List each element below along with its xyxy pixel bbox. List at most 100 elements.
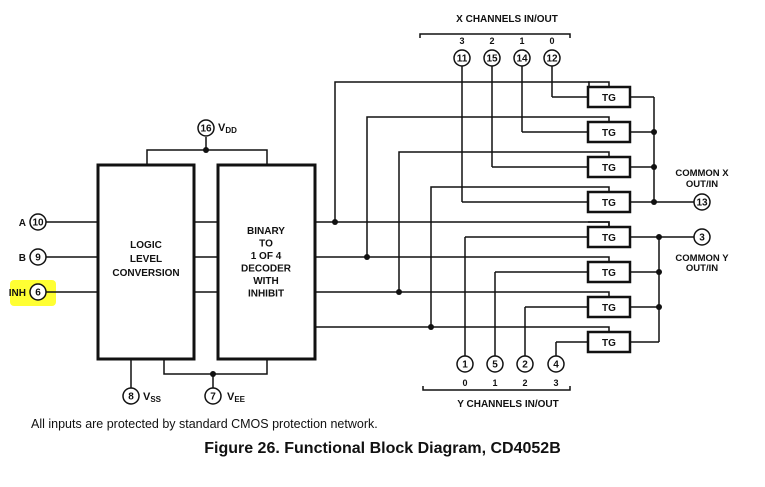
- riser-0: [334, 81, 588, 222]
- pin-circle: [693, 228, 711, 246]
- pin-circle: [122, 387, 140, 405]
- transmission-gate: TG: [586, 225, 632, 249]
- pin-number: 2: [522, 360, 528, 371]
- pin-number: 3: [699, 233, 705, 244]
- common-y-label: COMMON Y: [675, 253, 729, 264]
- transmission-gate: TG: [586, 120, 632, 144]
- common-x-label: OUT/IN: [686, 179, 718, 190]
- block-label-line: WITH: [253, 276, 279, 287]
- x-channels-title: X CHANNELS IN/OUT: [456, 14, 558, 25]
- tg-label: TG: [602, 268, 616, 279]
- pin-number: 15: [486, 54, 498, 65]
- x-channel-number: 2: [489, 36, 494, 46]
- tg-label: TG: [602, 338, 616, 349]
- block-label-line: LEVEL: [130, 254, 162, 265]
- pin-number: 13: [696, 198, 708, 209]
- pin-number: 5: [492, 360, 498, 371]
- input-label-b: B: [19, 253, 26, 264]
- vdd-junction: [203, 147, 209, 153]
- transmission-gate: TG: [586, 260, 632, 284]
- pin-number: 14: [516, 54, 528, 65]
- riser-2: [398, 151, 588, 292]
- common-y-pin: 3: [693, 228, 711, 246]
- y-channel-number: 2: [522, 378, 527, 388]
- pin-number: 7: [210, 392, 216, 403]
- x-channel-pin-0: 12: [543, 49, 561, 67]
- transmission-gate: TG: [586, 155, 632, 179]
- pin-number: 16: [200, 124, 212, 135]
- pin-number: 8: [128, 392, 134, 403]
- y-channel-pin-3: 4: [547, 355, 565, 373]
- pin-circle: [483, 49, 501, 67]
- tg-label: TG: [602, 163, 616, 174]
- vdd-label: VDD: [218, 122, 237, 135]
- pin-circle: [547, 355, 565, 373]
- figure-caption: Figure 26. Functional Block Diagram, CD4…: [204, 440, 561, 457]
- y-channel-number: 3: [553, 378, 558, 388]
- y-channel-number: 0: [462, 378, 467, 388]
- input-pin-a: 10: [29, 213, 47, 231]
- y-channel-pin-0: 1: [456, 355, 474, 373]
- x-channel-number: 1: [519, 36, 524, 46]
- block-label-line: DECODER: [241, 264, 292, 275]
- x-channel-number: 3: [459, 36, 464, 46]
- tg-label: TG: [602, 93, 616, 104]
- block-label-line: INHIBIT: [248, 289, 284, 300]
- vee-label: VEE: [227, 391, 246, 404]
- x-channel-pin-1: 14: [513, 49, 531, 67]
- pin-number: 11: [457, 54, 468, 65]
- pin-circle: [197, 119, 215, 137]
- pin-circle: [29, 248, 47, 266]
- transmission-gate: TG: [586, 85, 632, 109]
- vee-junction: [210, 371, 216, 377]
- pin-number: 10: [32, 218, 44, 229]
- vss-pin: 8: [122, 387, 140, 405]
- pin-circle: [29, 283, 47, 301]
- junction-dot: [651, 129, 657, 135]
- junction-dot: [396, 289, 402, 295]
- pin-circle: [456, 355, 474, 373]
- block-label-line: CONVERSION: [112, 268, 179, 279]
- tg-label: TG: [602, 233, 616, 244]
- input-label-a: A: [19, 218, 26, 229]
- pin-circle: [513, 49, 531, 67]
- junction-dot: [656, 304, 662, 310]
- common-x-label: COMMON X: [675, 168, 729, 179]
- pin-number: 4: [553, 360, 559, 371]
- y-channels-title: Y CHANNELS IN/OUT: [457, 399, 559, 410]
- y-channel-number: 1: [492, 378, 497, 388]
- vss-label: VSS: [143, 391, 162, 404]
- pin-circle: [693, 193, 711, 211]
- riser-1: [366, 116, 588, 257]
- pin-circle: [486, 355, 504, 373]
- junction-dot: [428, 324, 434, 330]
- vee-pin: 7: [204, 387, 222, 405]
- decoder-block: [216, 163, 317, 361]
- tg-label: TG: [602, 128, 616, 139]
- pin-number: 6: [35, 288, 41, 299]
- x-channel-pin-3: 11: [453, 49, 471, 67]
- block-label-line: TO: [259, 239, 273, 250]
- transmission-gate: TG: [586, 295, 632, 319]
- logic-level-conversion-block: [96, 163, 196, 361]
- transmission-gate: TG: [586, 330, 632, 354]
- logic-level-conversion-label: LOGIC LEVEL CONVERSION: [112, 240, 179, 279]
- pin-number: 1: [462, 360, 468, 371]
- y-channel-pin-1: 5: [486, 355, 504, 373]
- pin-circle: [543, 49, 561, 67]
- junction-dot: [364, 254, 370, 260]
- tg-label: TG: [602, 198, 616, 209]
- tg-label: TG: [602, 303, 616, 314]
- block-label-line: LOGIC: [130, 240, 162, 251]
- y-channels-bracket: [422, 386, 571, 391]
- x-channel-pin-2: 15: [483, 49, 501, 67]
- junction-dot: [651, 164, 657, 170]
- riser-3: [430, 186, 588, 327]
- vee-bus: [163, 359, 268, 375]
- pin-circle: [204, 387, 222, 405]
- common-y-label: OUT/IN: [686, 263, 718, 274]
- input-pin-inh: 6: [29, 283, 47, 301]
